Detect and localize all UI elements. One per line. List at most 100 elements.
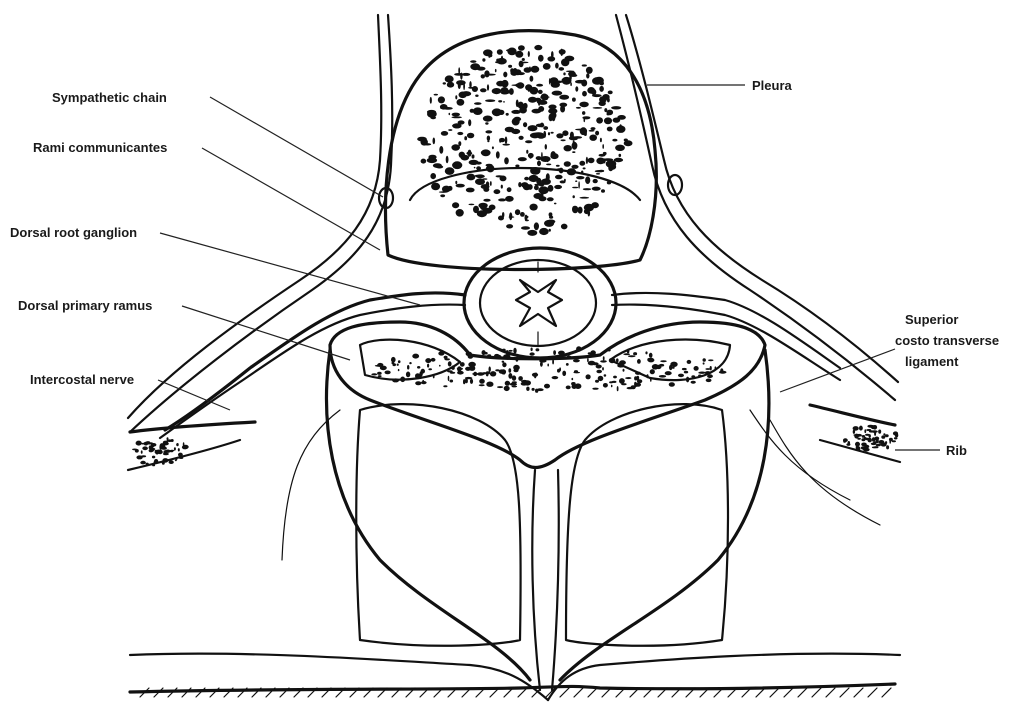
- bone-speck: [183, 442, 185, 446]
- bone-speck: [439, 146, 443, 154]
- bone-speck: [623, 353, 630, 355]
- bone-speck: [466, 188, 475, 193]
- bone-speck: [452, 125, 459, 127]
- bone-speck: [590, 350, 596, 355]
- bone-speck: [691, 381, 696, 384]
- bone-speck: [167, 437, 169, 440]
- bone-speck: [520, 212, 525, 217]
- bone-speck: [447, 82, 454, 88]
- bone-speck: [470, 63, 480, 70]
- bone-speck: [719, 371, 727, 374]
- skin-hatch-mark: [560, 688, 569, 697]
- bone-speck: [567, 168, 576, 175]
- bone-speck: [472, 86, 478, 92]
- bone-speck: [552, 91, 563, 96]
- bone-speck: [612, 381, 617, 383]
- bone-speck: [617, 386, 619, 391]
- lamina-bone-texture: [371, 346, 726, 393]
- bone-speck: [502, 361, 505, 363]
- bone-speck: [634, 376, 637, 380]
- bone-speck: [456, 209, 464, 217]
- bone-speck: [530, 167, 540, 175]
- bone-speck: [568, 71, 576, 77]
- bone-speck: [518, 102, 524, 109]
- bone-speck: [448, 129, 452, 131]
- bone-speck: [532, 388, 535, 391]
- bone-speck: [480, 203, 487, 210]
- bone-speck: [612, 139, 617, 142]
- bone-speck: [874, 431, 876, 436]
- bone-speck: [483, 199, 490, 202]
- bone-speck: [556, 165, 560, 167]
- bone-speck: [549, 229, 551, 232]
- bone-speck: [856, 446, 860, 451]
- skin-hatch-mark: [854, 688, 863, 697]
- bone-speck: [470, 60, 476, 63]
- bone-speck: [582, 111, 585, 115]
- bone-speck: [885, 434, 889, 437]
- bone-speck: [551, 132, 554, 134]
- bone-speck: [466, 152, 472, 155]
- skin-hatch-mark: [798, 688, 807, 697]
- bone-speck: [502, 362, 506, 367]
- bone-speck: [422, 380, 424, 383]
- bone-speck: [536, 348, 540, 351]
- bone-speck: [137, 456, 140, 459]
- bone-speck: [584, 204, 594, 212]
- bone-speck: [163, 453, 166, 456]
- bone-speck: [573, 359, 580, 362]
- bone-speck: [530, 76, 534, 82]
- bone-speck: [633, 352, 637, 355]
- bone-speck: [431, 183, 440, 191]
- bone-speck: [619, 378, 625, 384]
- bone-speck: [566, 363, 569, 366]
- bone-speck: [859, 426, 863, 431]
- bone-speck: [495, 369, 499, 371]
- bone-speck: [506, 49, 515, 52]
- bone-speck: [551, 59, 553, 61]
- bone-speck: [637, 379, 642, 383]
- bone-speck: [530, 87, 539, 95]
- bone-speck: [461, 155, 470, 161]
- bone-speck: [706, 379, 712, 383]
- bone-speck: [537, 161, 541, 167]
- bone-speck: [162, 458, 168, 463]
- bone-speck: [400, 377, 405, 383]
- bone-speck: [518, 376, 523, 381]
- bone-speck: [694, 366, 699, 371]
- bone-speck: [659, 375, 666, 378]
- bone-speck: [482, 58, 485, 61]
- label-sympathetic-chain: Sympathetic chain: [52, 90, 167, 105]
- bone-speck: [511, 110, 521, 114]
- bone-speck: [427, 158, 437, 164]
- bone-speck: [571, 165, 578, 169]
- bone-speck: [141, 450, 143, 453]
- bone-speck: [603, 356, 605, 360]
- bone-speck: [579, 161, 585, 166]
- bone-speck: [427, 110, 437, 117]
- bone-speck: [656, 365, 662, 369]
- bone-speck: [546, 164, 551, 166]
- bone-speck: [596, 370, 602, 373]
- bone-speck: [487, 354, 491, 356]
- bone-speck: [409, 362, 411, 364]
- bone-speck: [593, 362, 599, 365]
- bone-speck: [536, 84, 543, 87]
- bone-speck: [527, 230, 537, 236]
- bone-speck: [549, 212, 553, 216]
- bone-speck: [526, 387, 529, 391]
- bone-speck: [496, 59, 500, 62]
- bone-speck: [457, 368, 463, 371]
- bone-speck: [585, 176, 590, 184]
- bone-speck: [599, 86, 604, 92]
- bone-speck: [624, 140, 633, 146]
- bone-speck: [611, 106, 621, 109]
- bone-speck: [428, 368, 432, 370]
- bone-speck: [623, 369, 625, 372]
- bone-speck: [412, 354, 419, 359]
- bone-speck: [604, 117, 612, 124]
- bone-speck: [708, 359, 713, 361]
- bone-speck: [580, 197, 590, 199]
- bone-speck: [548, 185, 554, 192]
